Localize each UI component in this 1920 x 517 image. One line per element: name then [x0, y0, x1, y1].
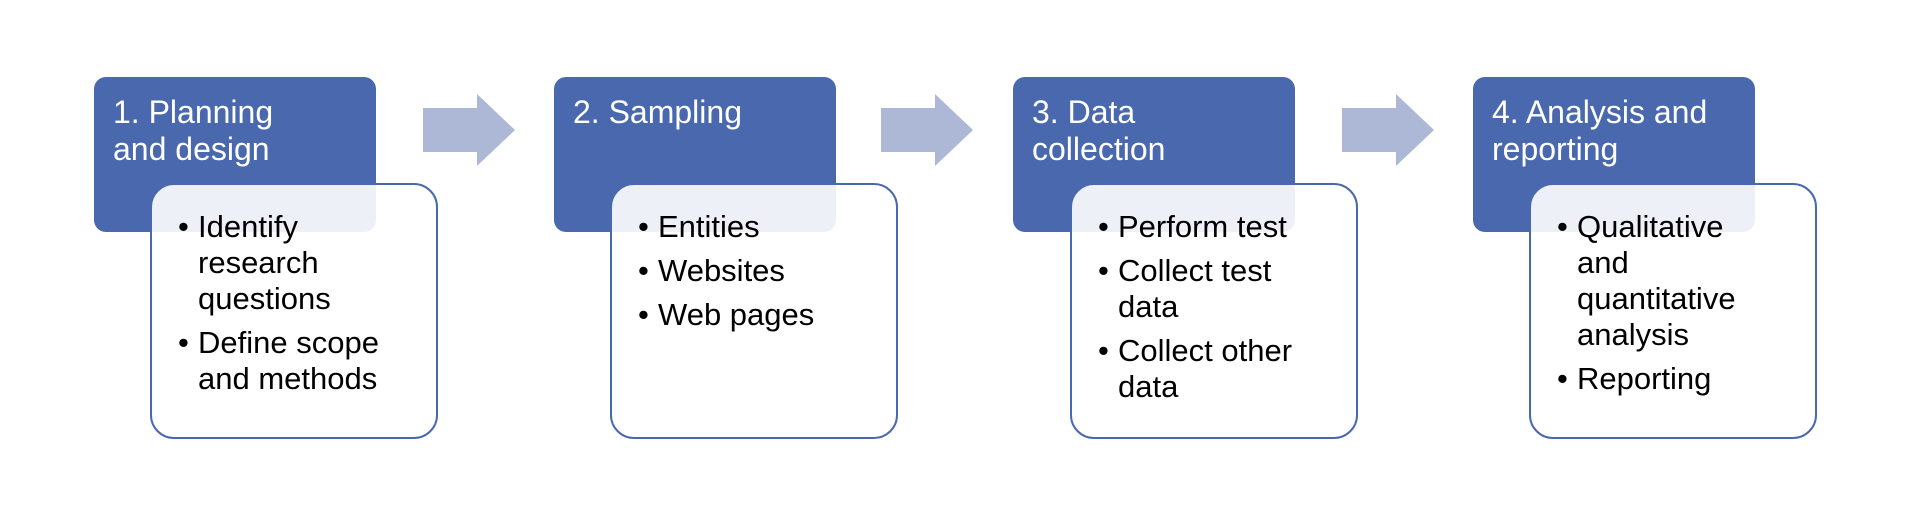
- step-1-item-list: Identify research questions Define scope…: [178, 209, 426, 397]
- step-1-title-line-1: 1. Planning: [113, 94, 274, 130]
- step-3-item-2: Collect test data: [1098, 253, 1318, 325]
- step-3-item-1: Perform test: [1098, 209, 1346, 245]
- step-3-title-line-2: collection: [1032, 131, 1166, 167]
- step-4-item-list: Qualitative and quantitative analysis Re…: [1557, 209, 1805, 397]
- arrow-1-shape: [423, 94, 515, 166]
- arrow-3-to-4: [1342, 94, 1434, 166]
- arrow-2-shape: [881, 94, 973, 166]
- step-2-title-line-1: 2. Sampling: [573, 94, 742, 130]
- step-4-title-line-2: reporting: [1492, 131, 1619, 167]
- step-1-title-line-2: and design: [113, 131, 270, 167]
- step-2-item-2: Websites: [638, 253, 886, 289]
- step-1-item-1: Identify research questions: [178, 209, 398, 317]
- arrow-2-to-3: [881, 94, 973, 166]
- step-2-item-1: Entities: [638, 209, 886, 245]
- step-4-title-line-1: 4. Analysis and: [1492, 94, 1708, 130]
- step-3-details: Perform test Collect test data Collect o…: [1070, 183, 1358, 439]
- step-2-item-3: Web pages: [638, 297, 886, 333]
- step-3-item-list: Perform test Collect test data Collect o…: [1098, 209, 1346, 405]
- step-2-details: Entities Websites Web pages: [610, 183, 898, 439]
- step-4-details: Qualitative and quantitative analysis Re…: [1529, 183, 1817, 439]
- step-4-item-2: Reporting: [1557, 361, 1805, 397]
- step-3-item-3: Collect other data: [1098, 333, 1348, 405]
- step-1-details: Identify research questions Define scope…: [150, 183, 438, 439]
- arrow-3-shape: [1342, 94, 1434, 166]
- step-1-item-2: Define scope and methods: [178, 325, 428, 397]
- step-4-item-1: Qualitative and quantitative analysis: [1557, 209, 1777, 353]
- step-3-title-line-1: 3. Data: [1032, 94, 1136, 130]
- arrow-1-to-2: [423, 94, 515, 166]
- step-2-item-list: Entities Websites Web pages: [638, 209, 886, 333]
